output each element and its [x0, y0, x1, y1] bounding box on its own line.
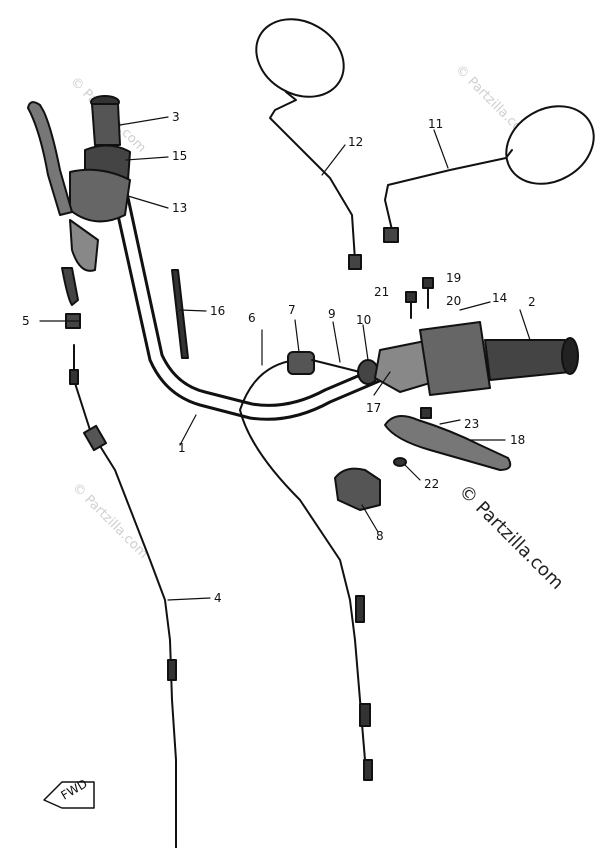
cable-6-part [239, 359, 373, 781]
callout-23: 23 [464, 417, 479, 431]
cable-4-part [69, 344, 177, 848]
switch-part-8 [334, 467, 381, 511]
callout-18: 18 [510, 433, 525, 447]
callout-22: 22 [424, 477, 439, 491]
callout-6: 6 [248, 311, 256, 325]
callout-7: 7 [288, 303, 296, 317]
watermark-mid-left: © Partzilla.com [69, 480, 151, 562]
callout-11: 11 [428, 117, 443, 131]
callout-13: 13 [172, 201, 187, 215]
brake-lever-part [384, 415, 512, 471]
callout-14: 14 [492, 291, 507, 305]
callout-21: 21 [374, 285, 389, 299]
callout-17: 17 [366, 401, 381, 415]
left-grip-assembly [27, 95, 131, 306]
callout-16: 16 [210, 304, 225, 318]
handlebar-part [106, 168, 412, 421]
cable-band-part [171, 269, 189, 359]
right-mirror-part [383, 105, 595, 243]
callout-3: 3 [172, 110, 180, 124]
callout-8: 8 [376, 529, 384, 543]
right-switch-grip-part [419, 321, 579, 396]
callout-19: 19 [446, 271, 461, 285]
callout-1: 1 [178, 441, 186, 455]
callout-10: 10 [356, 313, 371, 327]
leader-lines [39, 116, 531, 601]
callout-12: 12 [348, 135, 363, 149]
callout-5: 5 [22, 314, 30, 328]
callout-2: 2 [528, 295, 536, 309]
callout-15: 15 [172, 149, 187, 163]
callout-20: 20 [446, 294, 461, 308]
screw-parts [405, 277, 434, 319]
callout-4: 4 [214, 591, 222, 605]
callout-9: 9 [328, 307, 336, 321]
adjuster-parts [287, 351, 379, 385]
washer-parts [393, 407, 432, 467]
callout-labels: 1 2 3 4 5 6 7 8 9 10 11 12 13 14 15 16 1… [22, 110, 536, 803]
fwd-arrow-icon [43, 781, 95, 809]
left-mirror-part [255, 18, 362, 270]
watermark-main: © Partzilla.com [454, 481, 567, 594]
